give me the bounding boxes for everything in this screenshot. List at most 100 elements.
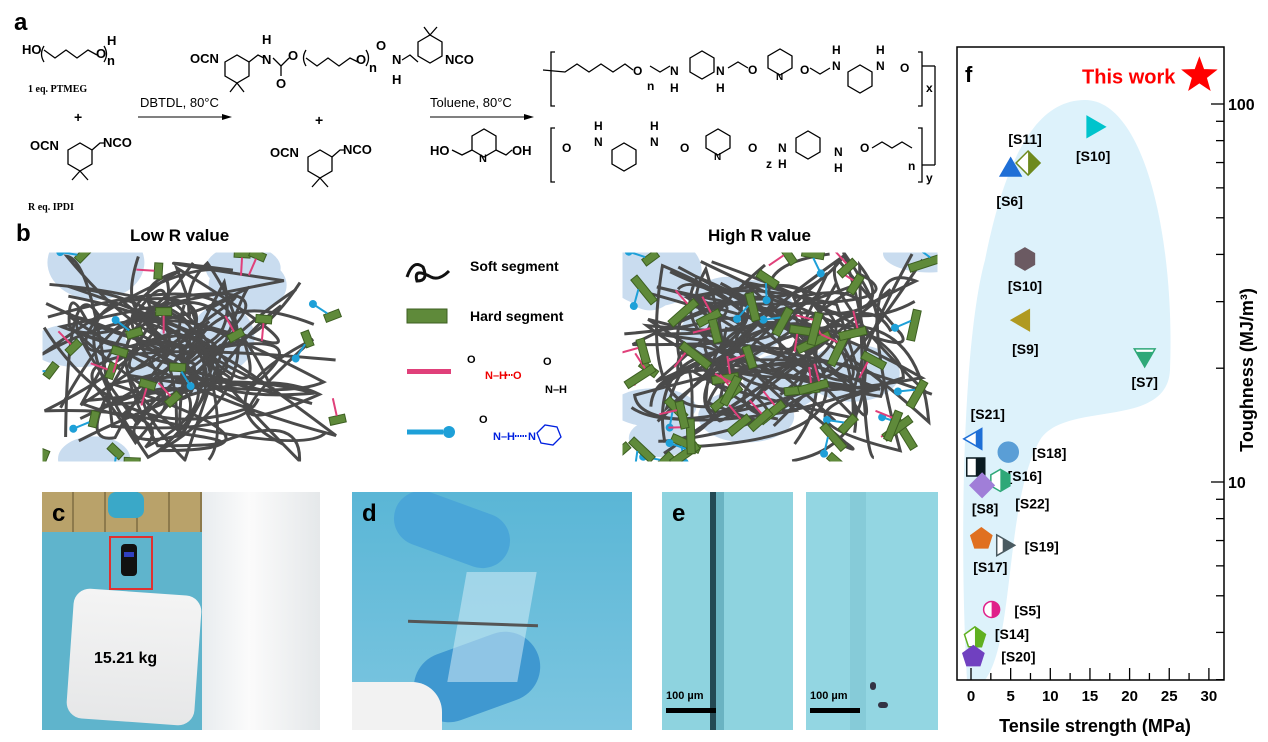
- atom-label: H: [670, 81, 679, 95]
- x-tick-label: 25: [1161, 688, 1178, 705]
- subscript: z: [766, 157, 772, 171]
- atom-label: O: [748, 141, 757, 155]
- data-label: [S21]: [971, 406, 1005, 422]
- data-point: [S11]: [1008, 131, 1042, 177]
- data-label: [S10]: [1008, 278, 1042, 294]
- hard-segment: [627, 436, 656, 462]
- atom-label: N: [876, 59, 885, 73]
- atom-label: H: [778, 157, 787, 171]
- scratch-edge: [716, 492, 724, 730]
- lab-coat-sleeve: [352, 682, 442, 730]
- atom-label: H: [834, 161, 843, 175]
- prepolymer-structure: OCN N H O O O n O N H NCO: [190, 26, 474, 93]
- hard-segment: [623, 352, 657, 390]
- atom-label: O: [513, 370, 522, 382]
- data-label: [S5]: [1014, 602, 1040, 618]
- glove-top: [386, 492, 518, 576]
- atom-label: O: [800, 63, 809, 77]
- soft-segment-chain: [63, 254, 302, 430]
- atom-label: H: [832, 43, 841, 57]
- hard-segment: [659, 400, 690, 430]
- hard-segment: [875, 409, 904, 443]
- atom-label: OH: [512, 143, 532, 158]
- panel-label-f: f: [965, 62, 973, 87]
- atom-label: O: [356, 52, 366, 67]
- atom-label: N: [834, 145, 843, 159]
- urethane-hbond-icon: [407, 369, 451, 374]
- x-tick-label: 20: [1121, 688, 1138, 705]
- data-point: [S10]: [1076, 115, 1110, 164]
- debris: [878, 702, 888, 708]
- arrow-icon: [222, 114, 232, 120]
- micrograph-healed: 100 µm: [806, 492, 938, 730]
- scale-bar-label: 100 µm: [666, 690, 704, 702]
- hard-segment: [667, 289, 700, 328]
- bead-icon: [443, 426, 455, 438]
- hard-segment: [890, 308, 922, 342]
- photo-puncture-test: d: [352, 492, 632, 730]
- atom-label: O: [376, 38, 386, 53]
- x-tick-label: 0: [967, 688, 975, 705]
- y-tick-label: 100: [1228, 97, 1255, 114]
- pyridinedimethanol-structure: HO N OH: [430, 128, 532, 165]
- x-tick-label: 15: [1082, 688, 1099, 705]
- soft-segment-chain: [67, 301, 197, 401]
- hard-segment: [629, 274, 658, 310]
- panel-label-d: d: [362, 500, 377, 527]
- atom-label: O: [288, 48, 298, 63]
- ipdi-excess-structure: OCN NCO: [270, 142, 372, 188]
- x-tick-label: 10: [1042, 688, 1059, 705]
- atom-label: H: [716, 81, 725, 95]
- atom-label: O: [543, 356, 552, 368]
- panel-label-a: a: [14, 9, 28, 36]
- plus-sign: +: [74, 109, 82, 125]
- legend-hard-segment: Hard segment: [470, 308, 564, 324]
- arrow-icon: [524, 114, 534, 120]
- atom-label: O: [467, 354, 476, 366]
- atom-label: NCO: [445, 52, 474, 67]
- hard-segment: [328, 398, 347, 426]
- data-point: [S16]: [966, 457, 1042, 484]
- atom-label: N: [262, 52, 271, 67]
- data-point: [S21]: [962, 406, 1005, 451]
- atom-label: N: [392, 52, 401, 67]
- hard-segment: [123, 456, 141, 462]
- data-label: [S18]: [1032, 445, 1066, 461]
- scale-bar-label: 100 µm: [810, 690, 848, 702]
- atom-label: NCO: [103, 135, 132, 150]
- subscript: x: [926, 81, 933, 95]
- x-tick-label: 30: [1201, 688, 1218, 705]
- atom-label: N–H: [485, 370, 507, 382]
- atom-label: N–H: [493, 431, 515, 443]
- atom-label: O: [680, 141, 689, 155]
- x-axis-label: Tensile strength (MPa): [999, 716, 1191, 736]
- micrograph-scratch: e 100 µm: [662, 492, 793, 730]
- atom-label: NCO: [343, 142, 372, 157]
- hard-segment: [111, 315, 144, 340]
- atom-label: H: [650, 119, 659, 133]
- ipdi-caption: R eq. IPDI: [28, 202, 74, 213]
- subscript: y: [926, 171, 933, 185]
- subscript: n: [107, 53, 115, 68]
- scale-bar: [666, 708, 716, 713]
- atom-label: O: [562, 141, 571, 155]
- high-r-title: High R value: [708, 226, 811, 245]
- hard-segment: [820, 333, 849, 368]
- data-point: [S18]: [997, 441, 1066, 463]
- data-label: [S17]: [973, 559, 1007, 575]
- high-r-network-illustration: [622, 252, 938, 462]
- step2-condition: Toluene, 80°C: [430, 95, 512, 110]
- hard-segment: [893, 378, 929, 410]
- hard-segment: [308, 299, 343, 324]
- data-point: This work: [1082, 56, 1218, 91]
- urethane-hbond-chem: O N–H O O N–H: [467, 354, 567, 396]
- atom-label: O: [748, 63, 757, 77]
- healed-scratch: [850, 492, 866, 730]
- data-point: [S20]: [961, 644, 1035, 667]
- ptmeg-caption: 1 eq. PTMEG: [28, 84, 87, 95]
- atom-label: N: [714, 152, 721, 163]
- hard-segment: [57, 330, 83, 357]
- hard-segment: [138, 377, 158, 406]
- polyurethane-product-structure: O n N H N H O N O N H N H O x O N H N H …: [542, 43, 936, 185]
- data-point: [S19]: [995, 533, 1059, 558]
